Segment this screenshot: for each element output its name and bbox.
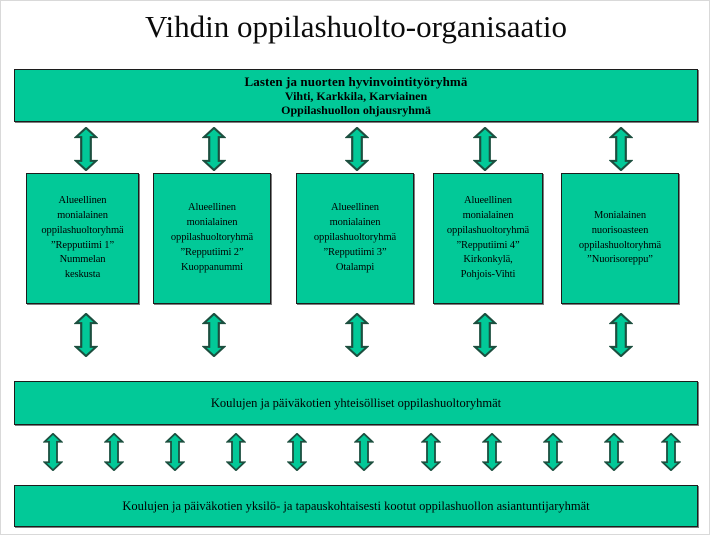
box-repputiimi-1-line4: ”Repputiimi 1” [50,239,115,251]
box-steering-group-line2: Vihti, Karkkila, Karviainen [284,89,428,104]
box-repputiimi-3: Alueellinen monialainen oppilashuoltoryh… [296,173,414,304]
double-headed-vertical-arrow-icon [345,313,369,357]
double-headed-vertical-arrow-icon [345,127,369,171]
double-headed-vertical-arrow-icon [543,433,563,471]
double-headed-vertical-arrow-icon [287,433,307,471]
double-headed-vertical-arrow-icon [43,433,63,471]
box-nuorisoreppu-line3: oppilashuoltoryhmä [578,239,662,251]
double-headed-vertical-arrow-icon [74,313,98,357]
box-repputiimi-4-line2: monialainen [462,209,514,221]
box-repputiimi-4-line5: Kirkonkylä, [463,254,513,266]
box-nuorisoreppu-line4: ”Nuorisoreppu” [587,254,653,266]
double-headed-vertical-arrow-icon [482,433,502,471]
bar-expert-label: Koulujen ja päiväkotien yksilö- ja tapau… [122,498,590,513]
double-headed-vertical-arrow-icon [202,313,226,357]
page-title: Vihdin oppilashuolto-organisaatio [144,9,568,44]
box-repputiimi-3-line3: oppilashuoltoryhmä [313,232,397,244]
double-headed-vertical-arrow-icon [473,127,497,171]
box-steering-group-line1: Lasten ja nuorten hyvinvointityöryhmä [244,74,468,89]
double-headed-vertical-arrow-icon [609,127,633,171]
box-repputiimi-3-line5: Otalampi [335,261,375,273]
box-repputiimi-2-line2: monialainen [186,217,238,229]
bar-community-label: Koulujen ja päiväkotien yhteisölliset op… [210,395,502,410]
box-repputiimi-3-line2: monialainen [329,217,381,229]
box-repputiimi-3-line4: ”Repputiimi 3” [323,246,387,258]
box-repputiimi-1-line6: keskusta [64,269,101,281]
double-headed-vertical-arrow-icon [202,127,226,171]
box-steering-group: Lasten ja nuorten hyvinvointityöryhmä Vi… [14,69,698,122]
bar-community-student-welfare-groups: Koulujen ja päiväkotien yhteisölliset op… [14,381,698,425]
double-headed-vertical-arrow-icon [421,433,441,471]
box-repputiimi-2-line4: ”Repputiimi 2” [180,246,244,258]
box-repputiimi-1-line2: monialainen [57,209,108,221]
box-nuorisoreppu: Monialainen nuorisoasteen oppilashuoltor… [561,173,679,304]
double-headed-vertical-arrow-icon [609,313,633,357]
box-repputiimi-1: Alueellinen monialainen oppilashuoltoryh… [26,173,139,304]
box-repputiimi-1-line5: Nummelan [59,254,106,266]
double-headed-vertical-arrow-icon [661,433,681,471]
double-headed-vertical-arrow-icon [473,313,497,357]
box-nuorisoreppu-line2: nuorisoasteen [591,224,649,236]
box-repputiimi-3-line1: Alueellinen [331,202,379,214]
box-repputiimi-1-line1: Alueellinen [58,194,107,206]
double-headed-vertical-arrow-icon [354,433,374,471]
double-headed-vertical-arrow-icon [226,433,246,471]
double-headed-vertical-arrow-icon [104,433,124,471]
double-headed-vertical-arrow-icon [74,127,98,171]
box-repputiimi-4-line6: Pohjois-Vihti [460,269,516,281]
box-repputiimi-2: Alueellinen monialainen oppilashuoltoryh… [153,173,271,304]
double-headed-vertical-arrow-icon [165,433,185,471]
box-repputiimi-4-line3: oppilashuoltoryhmä [446,224,530,236]
double-headed-vertical-arrow-icon [604,433,624,471]
box-repputiimi-4-line1: Alueellinen [464,194,512,206]
box-repputiimi-2-line1: Alueellinen [188,202,236,214]
box-nuorisoreppu-line1: Monialainen [594,209,646,221]
box-repputiimi-4: Alueellinen monialainen oppilashuoltoryh… [433,173,543,304]
box-repputiimi-4-line4: ”Repputiimi 4” [456,239,520,251]
box-repputiimi-2-line3: oppilashuoltoryhmä [170,232,254,244]
box-steering-group-line3: Oppilashuollon ohjausryhmä [281,103,431,118]
box-repputiimi-1-line3: oppilashuoltoryhmä [41,224,124,236]
box-repputiimi-2-line5: Kuoppanummi [181,261,243,273]
bar-case-specific-expert-groups: Koulujen ja päiväkotien yksilö- ja tapau… [14,485,698,527]
